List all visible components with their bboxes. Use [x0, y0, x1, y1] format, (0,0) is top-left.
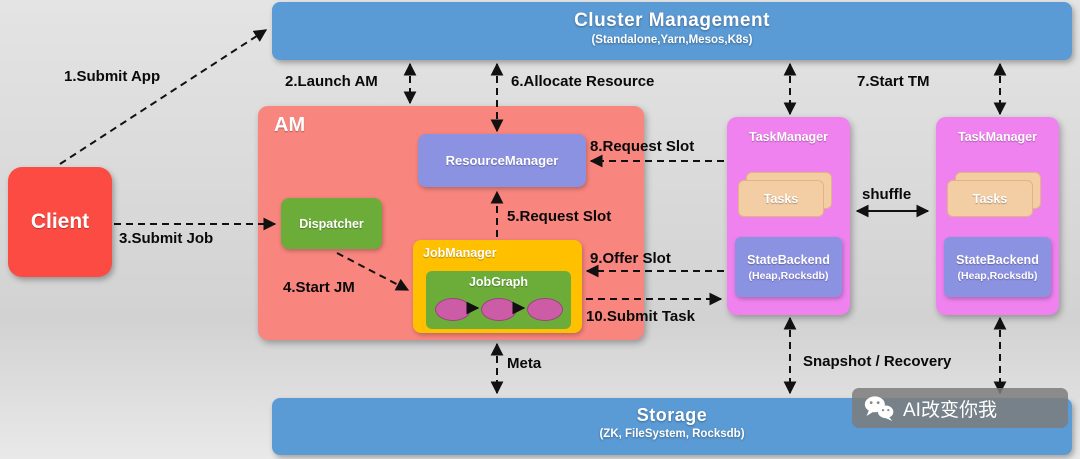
state-backend-label: StateBackend	[747, 252, 830, 267]
tasks-node: Tasks	[738, 180, 824, 217]
state-backend-detail: (Heap,Rocksdb)	[957, 269, 1038, 282]
job-graph-label: JobGraph	[468, 275, 529, 289]
state-backend-label: StateBackend	[956, 252, 1039, 267]
task-manager-1-title: TaskManager	[749, 130, 828, 144]
tasks-node: Tasks	[947, 180, 1033, 217]
edge-label-allocate-resource: 6.Allocate Resource	[511, 73, 655, 90]
edge-label-submit-app: 1.Submit App	[64, 68, 161, 85]
job-manager-label: JobManager	[423, 246, 497, 260]
edge-label-request-slot-jm: 5.Request Slot	[507, 208, 612, 225]
edge-label-start-jm: 4.Start JM	[283, 279, 355, 296]
cluster-management-node: Cluster Management (Standalone,Yarn,Meso…	[272, 2, 1072, 60]
watermark: AI改变你我	[852, 388, 1068, 428]
job-graph-task-ellipse	[481, 298, 517, 321]
wechat-icon	[864, 395, 894, 422]
am-label: AM	[274, 114, 306, 136]
state-backend-node: StateBackend (Heap,Rocksdb)	[735, 237, 842, 297]
edge-label-submit-job: 3.Submit Job	[119, 230, 214, 247]
tasks-label: Tasks	[763, 191, 799, 206]
client-label: Client	[30, 210, 90, 233]
job-graph-task-ellipse	[527, 298, 563, 321]
job-graph-task-ellipse	[435, 298, 471, 321]
task-manager-2-node: TaskManager Tasks StateBackend (Heap,Roc…	[936, 117, 1059, 315]
cluster-management-title: Cluster Management	[574, 10, 770, 31]
resource-manager-node: ResourceManager	[418, 134, 586, 187]
edge-label-submit-task: 10.Submit Task	[586, 308, 695, 325]
client-node: Client	[8, 167, 112, 277]
edge-label-meta: Meta	[507, 355, 542, 372]
cluster-management-subtitle: (Standalone,Yarn,Mesos,K8s)	[591, 34, 753, 46]
watermark-text: AI改变你我	[903, 399, 997, 421]
edge-label-offer-slot: 9.Offer Slot	[590, 250, 671, 267]
edge-label-snapshot-recovery: Snapshot / Recovery	[803, 353, 952, 370]
tasks-label: Tasks	[972, 191, 1008, 206]
edge-label-shuffle: shuffle	[862, 186, 912, 203]
dispatcher-node: Dispatcher	[281, 198, 382, 249]
resource-manager-label: ResourceManager	[445, 153, 559, 168]
job-manager-node: JobManager JobGraph	[413, 240, 582, 333]
task-manager-2-title: TaskManager	[958, 130, 1037, 144]
job-graph-node: JobGraph	[426, 271, 571, 329]
storage-title: Storage	[636, 405, 708, 425]
edge-label-start-tm: 7.Start TM	[857, 73, 930, 90]
state-backend-node: StateBackend (Heap,Rocksdb)	[944, 237, 1051, 297]
edge-label-launch-am: 2.Launch AM	[285, 73, 378, 90]
storage-subtitle: (ZK, FileSystem, Rocksdb)	[599, 428, 745, 440]
dispatcher-label: Dispatcher	[299, 216, 364, 231]
task-manager-1-node: TaskManager Tasks StateBackend (Heap,Roc…	[727, 117, 850, 315]
edge-submit-app	[59, 29, 268, 165]
am-container-node: AM ResourceManager Dispatcher JobManager…	[258, 106, 644, 340]
edge-label-request-slot-tm: 8.Request Slot	[590, 138, 695, 155]
state-backend-detail: (Heap,Rocksdb)	[748, 269, 829, 282]
